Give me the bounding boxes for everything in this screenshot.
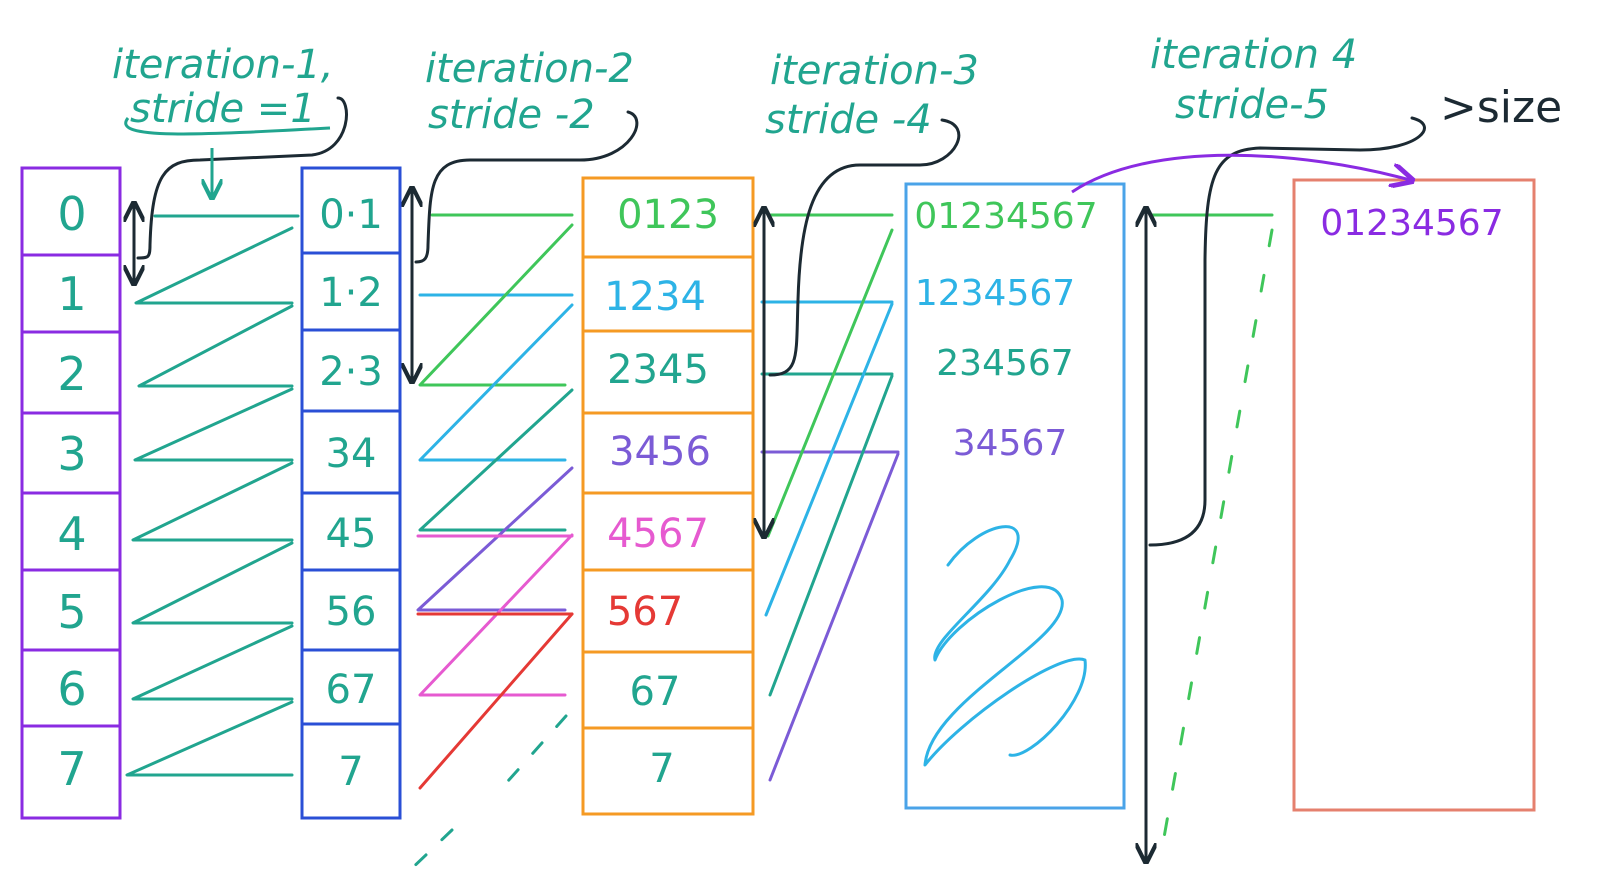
- col5-cell: 01234567: [1320, 203, 1503, 244]
- col1-cell: 2: [57, 347, 86, 401]
- col1-cell: 7: [57, 742, 86, 796]
- col2-cell: 1·2: [319, 270, 383, 316]
- column-3-box: [581, 176, 755, 816]
- col4-cell: 34567: [953, 423, 1068, 464]
- col2-cell: 67: [326, 667, 377, 713]
- column-2-box: [300, 166, 402, 820]
- iteration-4-label: iteration 4: [1150, 32, 1357, 78]
- col2-cell: 7: [338, 749, 363, 795]
- iteration-1-connectors: [125, 214, 300, 777]
- iteration-1-stride-label: stride =1: [130, 86, 316, 132]
- final-copy-arrow: [1071, 153, 1410, 194]
- col4-cell: 1234567: [915, 273, 1075, 314]
- col1-cell: 1: [57, 267, 86, 321]
- column-4-scribble: [923, 525, 1087, 767]
- iteration-1-label-underline: [124, 117, 331, 136]
- col3-cell: 3456: [609, 429, 711, 475]
- col3-cell: 7: [649, 746, 674, 792]
- column-4-box: [904, 182, 1126, 810]
- iteration-1-label: iteration-1,: [112, 42, 334, 88]
- iteration-2-stride-label: stride -2: [428, 92, 595, 138]
- iteration-4-stride-label: stride-5: [1175, 82, 1329, 128]
- col2-cell: 2·3: [319, 349, 383, 395]
- col3-cell: 67: [630, 669, 681, 715]
- col1-cell: 0: [57, 187, 86, 241]
- col2-cell: 56: [326, 589, 377, 635]
- col3-cell: 2345: [607, 347, 709, 393]
- iteration-3-connectors: [760, 213, 900, 782]
- col4-cell: 01234567: [914, 196, 1097, 237]
- col2-cell: 45: [326, 511, 377, 557]
- col1-cell: 4: [57, 507, 86, 561]
- col1-cell: 6: [57, 662, 86, 716]
- column-1-box: [20, 166, 122, 820]
- iteration-4-connectors: [1150, 213, 1274, 862]
- col4-cell: 234567: [936, 343, 1073, 384]
- col3-cell: 567: [607, 589, 683, 635]
- stride-arrows: [134, 96, 1426, 860]
- iteration-3-stride-label: stride -4: [765, 97, 932, 143]
- col3-cell: 4567: [607, 511, 709, 557]
- col1-cell: 3: [57, 427, 86, 481]
- col2-cell: 0·1: [319, 192, 383, 238]
- col2-cell: 34: [326, 431, 377, 477]
- col3-cell: 1234: [604, 274, 706, 320]
- iteration-2-label: iteration-2: [425, 46, 634, 92]
- iteration-2-connectors: [403, 213, 574, 875]
- column-5-box: [1292, 178, 1536, 812]
- col1-cell: 5: [57, 585, 86, 639]
- col3-cell: 0123: [617, 192, 719, 238]
- iteration-3-label: iteration-3: [770, 48, 979, 94]
- size-note: >size: [1440, 82, 1562, 133]
